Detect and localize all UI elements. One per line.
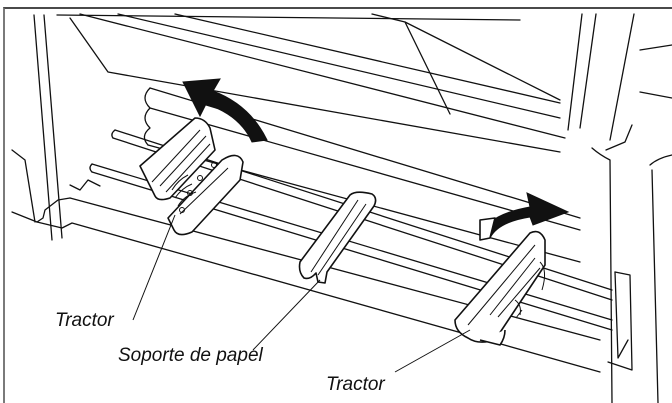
label-tractor-left: Tractor (55, 310, 114, 331)
leader-lines (132, 214, 471, 373)
tractor-left (139, 117, 244, 236)
tractor-right (454, 230, 546, 346)
paper-support (298, 191, 377, 284)
label-tractor-right: Tractor (326, 374, 385, 395)
label-paper-support: Soporte de papel (118, 345, 263, 366)
arrow-tail (479, 217, 496, 241)
curved-arrow-up-left-icon (182, 78, 268, 143)
curved-arrow-right-icon (479, 192, 570, 239)
figure-frame (3, 7, 672, 403)
